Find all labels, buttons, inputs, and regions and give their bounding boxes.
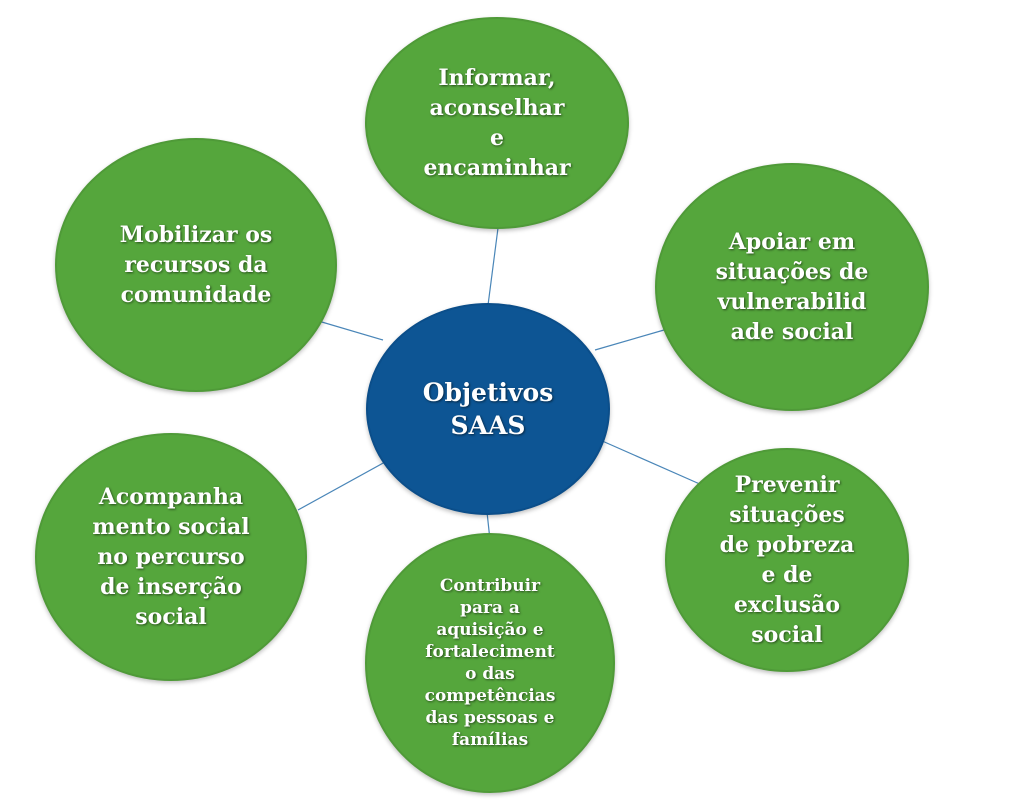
node-acompanhamento: Acompanha mento social no percurso de in… <box>35 433 307 681</box>
connector-prevenir <box>599 439 703 486</box>
node-informar: Informar, aconselhar e encaminhar <box>365 17 629 229</box>
node-mobilizar-label: Mobilizar os recursos da comunidade <box>119 222 273 308</box>
node-contribuir: Contribuir para a aquisição e fortalecim… <box>365 533 615 793</box>
node-mobilizar: Mobilizar os recursos da comunidade <box>55 138 337 392</box>
node-contribuir-label: Contribuir para a aquisição e fortalecim… <box>424 576 556 750</box>
connector-informar <box>486 227 499 314</box>
node-apoiar-label: Apoiar em situações de vulnerabilid ade … <box>715 229 869 345</box>
node-acompanhamento-label: Acompanha mento social no percurso de in… <box>92 484 250 630</box>
node-prevenir: Prevenir situações de pobreza e de exclu… <box>665 448 909 672</box>
connector-apoiar <box>594 329 665 351</box>
connector-mobilizar <box>314 319 384 341</box>
node-informar-label: Informar, aconselhar e encaminhar <box>423 65 571 181</box>
node-center: Objetivos SAAS <box>366 303 610 515</box>
node-apoiar: Apoiar em situações de vulnerabilid ade … <box>655 163 929 411</box>
node-center-label: Objetivos SAAS <box>422 378 554 440</box>
connector-acompanhamento <box>297 461 386 511</box>
node-prevenir-label: Prevenir situações de pobreza e de exclu… <box>719 472 855 648</box>
